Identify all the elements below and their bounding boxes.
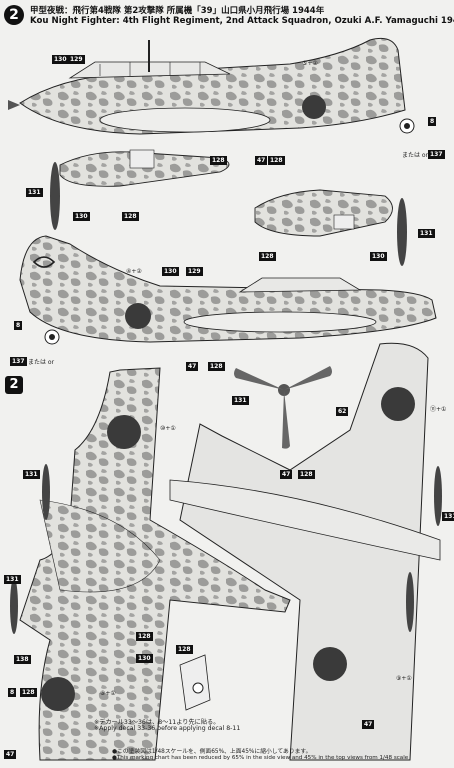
code-47-e: 47 <box>362 720 375 729</box>
engine-nacelle-view-right <box>254 189 407 266</box>
engine-nacelle-view-left <box>50 149 230 230</box>
side-view-upper <box>8 37 415 135</box>
code-131-b: 131 <box>418 229 435 238</box>
code-128-d: 128 <box>259 252 276 261</box>
code-130-e: 130 <box>136 654 153 663</box>
code-137-a: 137 <box>428 150 445 159</box>
section-2-badge: 2 <box>5 376 23 394</box>
note-decal-order-jp: ※デカール33〜36は、8〜11より先に貼る。 <box>94 719 220 726</box>
code-128-h: 128 <box>20 688 37 697</box>
note-scale-jp: ●この塗装図は1/48スケールを、側面65%、上面45%に縮小してあります。 <box>112 749 312 755</box>
code-131-d: 131 <box>23 470 40 479</box>
code-128-a: 128 <box>268 156 285 165</box>
note-decal-order-en: ※Apply decal 33-36 before applying decal… <box>94 725 241 732</box>
callout-or-upper: または or <box>402 152 429 159</box>
code-8-c: 8 <box>8 688 17 697</box>
code-8-b: 8 <box>14 321 23 330</box>
page-title-japanese: 甲型夜戦：飛行第4戦隊 第2攻撃隊 所属機「39」山口県小月飛行場 1944年 <box>30 6 325 16</box>
code-128-b: 128 <box>210 156 227 165</box>
code-131-c: 131 <box>232 396 249 405</box>
code-128-g: 128 <box>136 632 153 641</box>
top-view-camo <box>10 367 291 761</box>
callout-decal-4-2: ④+② <box>126 268 142 275</box>
callout-decal-10-1: ⑩+① <box>160 425 176 432</box>
code-131-f: 131 <box>442 512 454 521</box>
code-62: 62 <box>336 407 349 416</box>
code-47-a: 47 <box>255 156 268 165</box>
code-130-b: 130 <box>73 212 90 221</box>
section-number-badge: 2 <box>4 5 24 25</box>
code-47-d: 47 <box>4 750 17 759</box>
code-130-c: 130 <box>370 252 387 261</box>
hinomaru-side-upper <box>302 95 326 119</box>
code-131-e: 131 <box>4 575 21 584</box>
callout-decal-5-2: ⑤+② <box>302 60 318 67</box>
code-137-b: 137 <box>10 357 27 366</box>
code-128-c: 128 <box>122 212 139 221</box>
code-128-i: 128 <box>176 645 193 654</box>
hinomaru-top-upper <box>107 415 141 449</box>
bottom-view-light <box>169 342 442 761</box>
code-129-a: 129 <box>68 55 85 64</box>
callout-or-lower: または or <box>28 359 55 366</box>
hinomaru-bottom-upper <box>381 387 415 421</box>
code-47-b: 47 <box>186 362 199 371</box>
hinomaru-side-lower <box>125 303 151 329</box>
page-title-english: Kou Night Fighter: 4th Flight Regiment, … <box>30 16 454 26</box>
code-131-a: 131 <box>26 188 43 197</box>
code-129-b: 129 <box>186 267 203 276</box>
code-47-c: 47 <box>280 470 293 479</box>
hinomaru-bottom-lower <box>313 647 347 681</box>
propeller-front-view <box>234 366 332 449</box>
callout-decal-11-1: ⑪+① <box>430 406 447 413</box>
callout-decal-9-1: ⑨+① <box>396 675 412 682</box>
code-128-f: 128 <box>298 470 315 479</box>
callout-decal-8-1: ⑧+① <box>100 690 116 697</box>
note-scale-en: ●This marking chart has been reduced by … <box>112 755 409 761</box>
tailwheel-detail <box>179 654 211 711</box>
code-8-a: 8 <box>428 117 437 126</box>
code-128-e: 128 <box>208 362 225 371</box>
code-130-a: 130 <box>52 55 69 64</box>
code-130-d: 130 <box>162 267 179 276</box>
code-138: 138 <box>14 655 31 664</box>
hinomaru-top-lower <box>41 677 75 711</box>
side-view-lower <box>19 235 437 345</box>
